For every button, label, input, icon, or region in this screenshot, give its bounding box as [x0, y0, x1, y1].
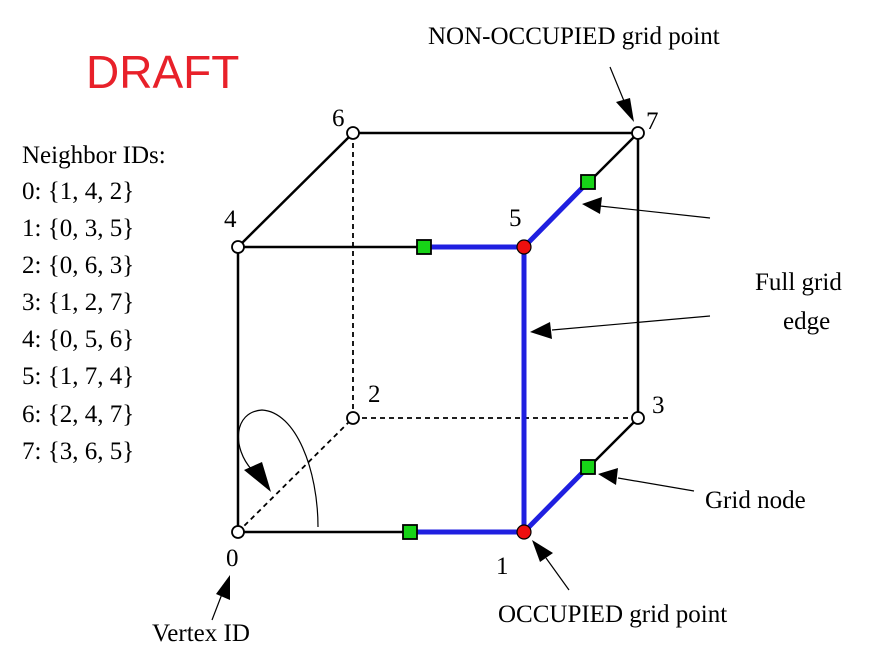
vertex-7 [631, 126, 645, 140]
rotation-arrowhead [244, 462, 271, 492]
neighbor-row: 0: {1, 4, 2} [22, 178, 134, 205]
vertex-label-1: 1 [496, 553, 509, 580]
vertex-label-7: 7 [646, 108, 659, 135]
rotation-arc [237, 409, 319, 528]
neighbor-table-title: Neighbor IDs: [22, 142, 166, 169]
vertex-0 [231, 525, 245, 539]
vertex-label-6: 6 [332, 105, 345, 132]
neighbor-row: 1: {0, 3, 5} [22, 215, 134, 242]
occupied-edge-5-7 [521, 179, 591, 250]
draft-watermark: DRAFT [86, 46, 239, 98]
full-grid-edge-label-line1: Full grid [755, 269, 842, 296]
neighbor-row: 2: {0, 6, 3} [22, 252, 134, 279]
grid-node-arrow [617, 477, 695, 492]
vertex-2 [346, 411, 360, 425]
vertex-3 [631, 411, 645, 425]
vertex-5 [516, 239, 532, 255]
occupied-arrow [545, 557, 570, 591]
occupied-label: OCCUPIED grid point [498, 601, 727, 628]
grid-node-label: Grid node [705, 487, 806, 514]
vertex-label-0: 0 [226, 545, 239, 572]
non-occupied-arrow [609, 66, 625, 102]
full-grid-edge-arrow-upper [599, 205, 711, 219]
neighbor-row: 7: {3, 6, 5} [22, 438, 134, 465]
neighbor-row: 5: {1, 7, 4} [22, 363, 134, 390]
vertex-1 [516, 524, 532, 540]
vertex-label-2: 2 [368, 381, 381, 408]
grid-node-arrowhead [598, 468, 618, 485]
vertex-id-arrowhead [216, 575, 230, 600]
grid-node [402, 524, 418, 540]
vertex-4 [231, 240, 245, 254]
vertex-6 [346, 126, 360, 140]
non-occupied-label: NON-OCCUPIED grid point [428, 23, 720, 50]
occupied-arrowhead [532, 540, 553, 562]
full-grid-edge-arrowhead-upper [582, 197, 602, 214]
full-grid-edge-arrow-lower [551, 315, 711, 331]
edge-4-6 [237, 132, 354, 248]
grid-node [416, 239, 432, 255]
vertex-label-4: 4 [224, 206, 237, 233]
grid-node [580, 174, 596, 190]
neighbor-row: 3: {1, 2, 7} [22, 289, 134, 316]
full-grid-edge-arrowhead-lower [530, 322, 552, 339]
vertex-id-arrow [211, 593, 223, 621]
vertex-label-3: 3 [652, 392, 665, 419]
neighbor-row: 6: {2, 4, 7} [22, 401, 134, 428]
vertex-label-5: 5 [509, 205, 522, 232]
occupied-edge-1-3 [521, 464, 591, 535]
neighbor-table: Neighbor IDs: 0: {1, 4, 2} 1: {0, 3, 5} … [22, 142, 166, 465]
neighbor-row: 4: {0, 5, 6} [22, 326, 134, 353]
vertex-id-label: Vertex ID [152, 620, 250, 647]
full-grid-edge-label-line2: edge [783, 308, 830, 335]
grid-node [580, 459, 596, 475]
non-occupied-arrowhead [616, 98, 634, 122]
